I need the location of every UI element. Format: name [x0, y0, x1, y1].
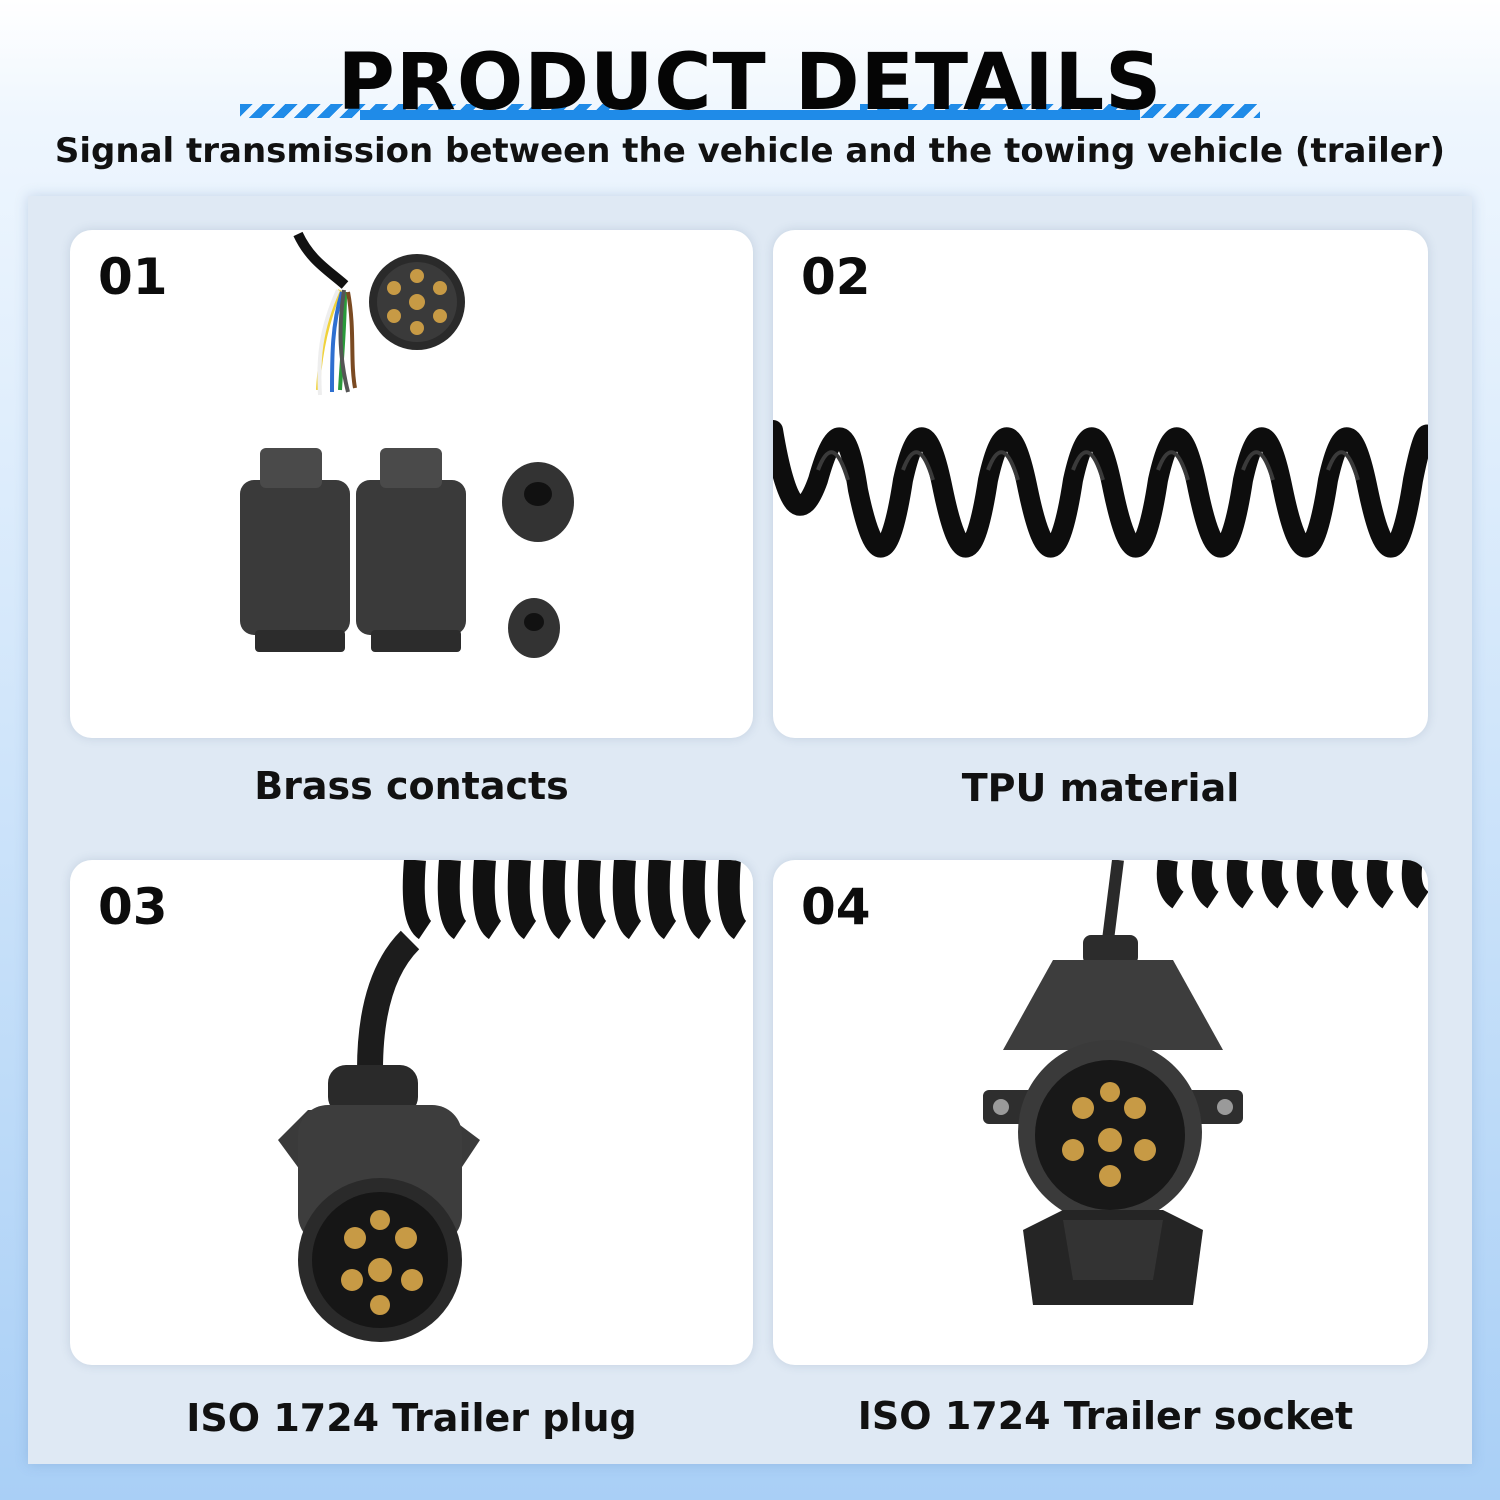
detail-card-02: 02: [773, 230, 1428, 738]
card-caption-03: ISO 1724 Trailer plug: [186, 1396, 637, 1440]
trailer-socket-image: [983, 860, 1428, 1305]
detail-card-04: 04: [773, 860, 1428, 1365]
card-number: 03: [98, 878, 168, 936]
page-title: PRODUCT DETAILS: [337, 38, 1163, 128]
title-block: PRODUCT DETAILS: [240, 38, 1260, 128]
card-number: 04: [801, 878, 871, 936]
card-number: 02: [801, 248, 871, 306]
card-number: 01: [98, 248, 168, 306]
card-caption-01: Brass contacts: [254, 764, 569, 808]
trailer-plug-image: [278, 860, 748, 1342]
connector-parts-image: [240, 231, 574, 658]
detail-card-01: 01: [70, 230, 753, 738]
page-subtitle: Signal transmission between the vehicle …: [54, 131, 1446, 171]
details-panel: 01: [28, 196, 1472, 1464]
card-caption-04: ISO 1724 Trailer socket: [857, 1394, 1354, 1438]
card-caption-02: TPU material: [961, 766, 1240, 810]
detail-card-03: 03: [70, 860, 753, 1365]
coiled-cable-image: [773, 420, 1428, 558]
title-underline: [360, 110, 1140, 120]
header: PRODUCT DETAILS Signal transmission betw…: [0, 0, 1500, 190]
